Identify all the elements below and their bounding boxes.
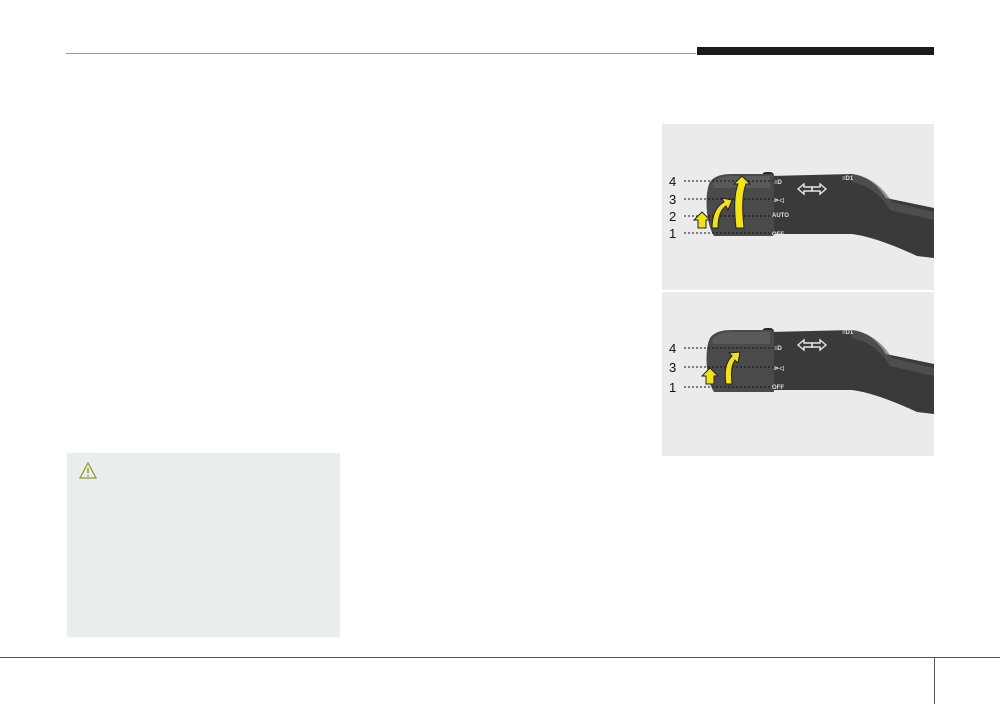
svg-text:≡D: ≡D bbox=[774, 346, 783, 352]
position-label-4: 4 bbox=[669, 174, 676, 189]
svg-text:⊳◁: ⊳◁ bbox=[774, 197, 784, 204]
light-switch-illustration: ≡D1 ≡D ⊳◁ OFF 4 3 1 bbox=[669, 328, 934, 414]
position-label-4: 4 bbox=[669, 341, 676, 356]
footer-rule bbox=[0, 657, 1000, 658]
header-rule bbox=[66, 53, 696, 54]
figure-light-switch-auto: ≡D1 ≡D ⊳◁ AUTO OFF 4 3 2 1 bbox=[662, 124, 934, 290]
auto-symbol: AUTO bbox=[772, 213, 789, 219]
svg-text:≡D1: ≡D1 bbox=[842, 176, 854, 182]
caution-box bbox=[67, 453, 340, 637]
svg-text:⊳◁: ⊳◁ bbox=[774, 365, 784, 372]
position-label-3: 3 bbox=[669, 360, 676, 375]
figure-light-switch-standard: ≡D1 ≡D ⊳◁ OFF 4 3 1 bbox=[662, 292, 934, 456]
off-symbol: OFF bbox=[772, 232, 784, 238]
header-bar bbox=[697, 47, 934, 55]
position-label-2: 2 bbox=[669, 209, 676, 224]
svg-text:≡D: ≡D bbox=[774, 180, 783, 186]
svg-text:≡D1: ≡D1 bbox=[842, 330, 854, 336]
position-label-1: 1 bbox=[669, 226, 676, 241]
footer-page-divider bbox=[934, 657, 935, 704]
position-label-1: 1 bbox=[669, 380, 676, 395]
position-label-3: 3 bbox=[669, 192, 676, 207]
light-switch-illustration: ≡D1 ≡D ⊳◁ AUTO OFF 4 3 2 1 bbox=[669, 172, 934, 258]
off-symbol: OFF bbox=[772, 385, 784, 391]
warning-triangle-icon bbox=[78, 461, 98, 480]
